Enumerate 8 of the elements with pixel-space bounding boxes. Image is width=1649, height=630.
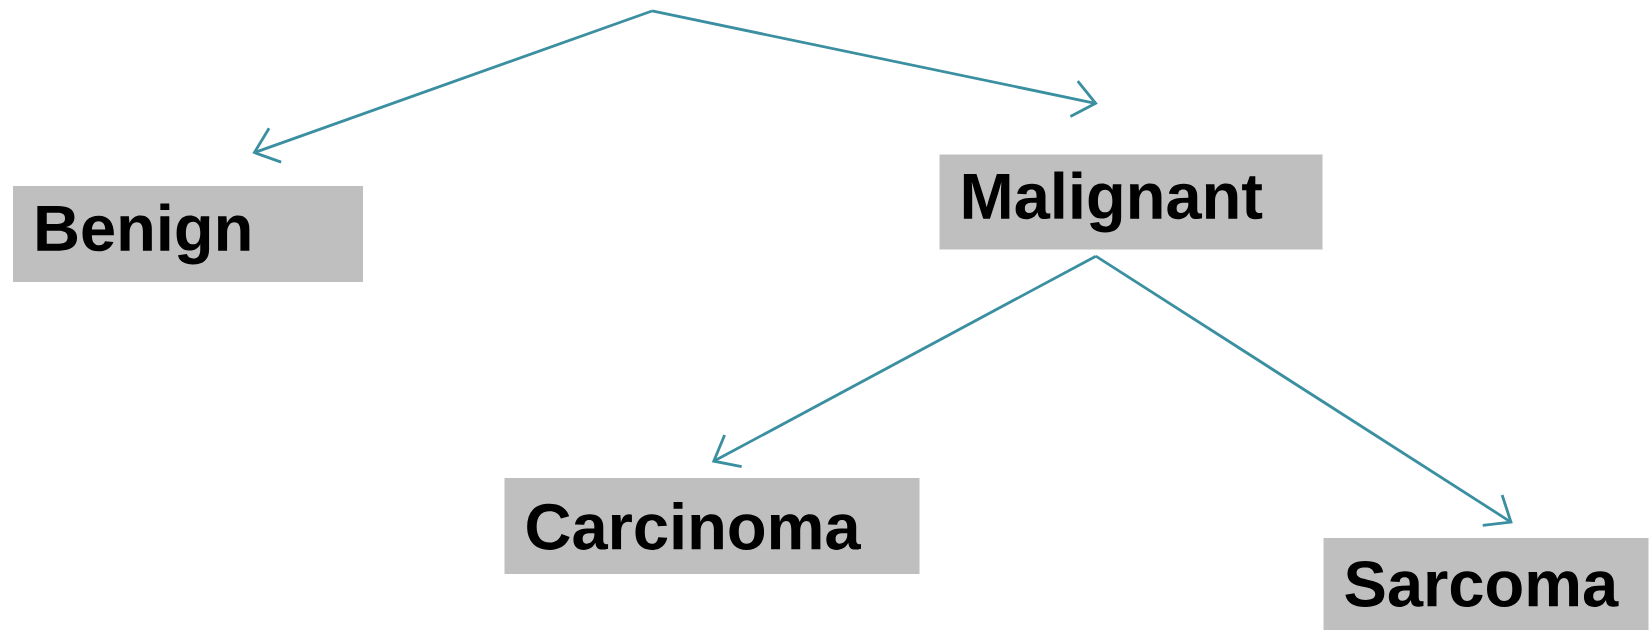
- arrow: [1095, 255, 1513, 527]
- category-box: Benign: [13, 186, 363, 282]
- arrow: [711, 254, 1097, 469]
- category-box: Malignant: [939, 154, 1323, 250]
- arrow: [651, 9, 1098, 118]
- arrow: [252, 9, 653, 164]
- category-box: Carcinoma: [504, 478, 920, 574]
- category-box: Sarcoma: [1323, 538, 1649, 630]
